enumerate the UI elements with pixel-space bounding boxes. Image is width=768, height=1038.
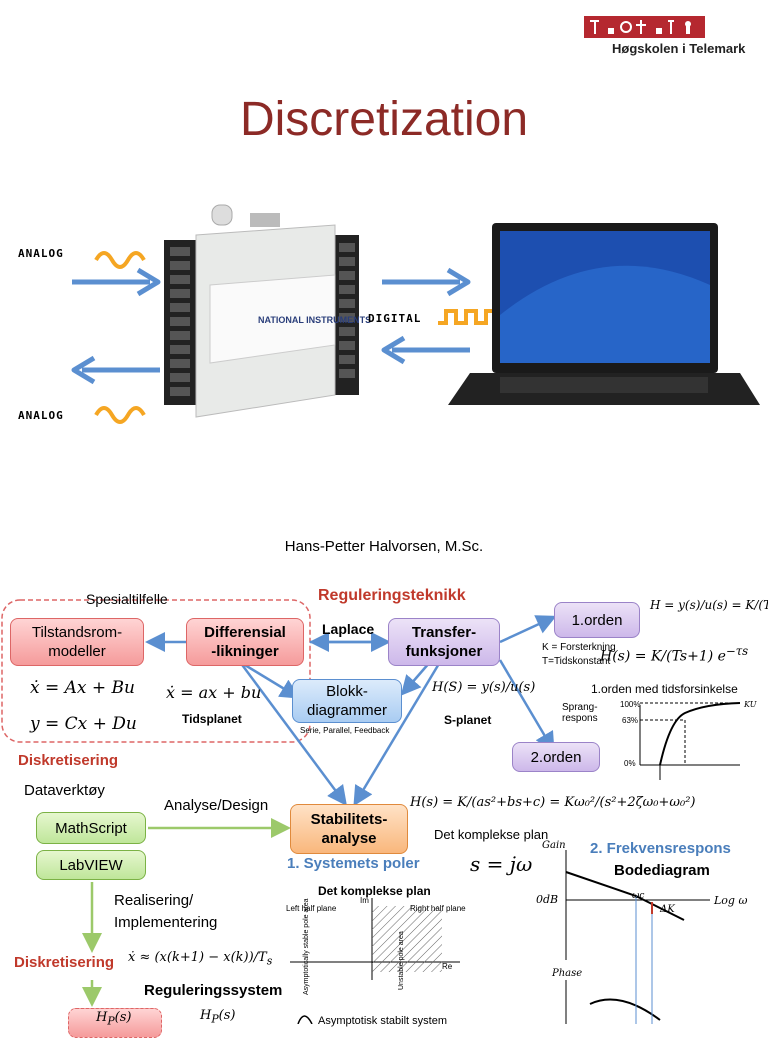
orden1-box: 1.orden [554, 602, 640, 638]
state-eq-1: ẋ = Ax + Bu [30, 678, 135, 698]
analog-wave-top [94, 251, 146, 269]
mathscript-box: MathScript [36, 812, 146, 844]
gain-label: Gain [542, 840, 566, 851]
systemets-poler-label: 1. Systemets poler [287, 855, 420, 872]
delta-k-label: ΔK [660, 904, 675, 915]
blokk-box: Blokk- diagrammer [292, 679, 402, 723]
diskretisering-label-2: Diskretisering [14, 954, 115, 971]
differensial-box: Differensial -likninger [186, 618, 304, 666]
unstable-area-label: Unstable pole area [398, 931, 405, 990]
daq-device [164, 204, 359, 418]
state-eq-2: y = Cx + Du [30, 714, 137, 734]
tidsplanet-label: Tidsplanet [182, 712, 242, 726]
author: Hans-Petter Halvorsen, M.Sc. [284, 538, 484, 555]
komplekse-plan-label-2: Det komplekse plan [318, 884, 431, 898]
orden1-tid-label: 1.orden med tidsforsinkelse [591, 682, 738, 696]
logo-figures-icon [590, 20, 691, 34]
hp-label-1: HP(s) [96, 1010, 132, 1028]
phase-label: Phase [552, 968, 583, 979]
analog-out-label: ANALOG [18, 409, 64, 422]
labview-box: LabVIEW [36, 850, 146, 880]
spesialtilfelle-label: Spesialtilfelle [86, 591, 168, 607]
dataverktoy-label: Dataverktøy [24, 782, 105, 799]
analog-in-label: ANALOG [18, 247, 64, 260]
transfer-box: Transfer- funksjoner [388, 618, 500, 666]
komplekse-plan-label-1: Det komplekse plan [434, 827, 549, 842]
discrete-approx: ẋ ≈ (x(k+1) − x(k))/Ts [128, 950, 273, 968]
laplace-label: Laplace [322, 621, 375, 637]
sprangrespons-label: Sprang- respons [562, 702, 598, 724]
hs-formula-delay: H(s) = K/(Ts+1) e−τs [600, 644, 749, 665]
zero-db-label: 0dB [536, 893, 559, 906]
digital-label: DIGITAL [368, 312, 422, 325]
concept-diagram-lines [1, 599, 741, 1024]
pct100-label: 100% [620, 700, 641, 709]
bodediagram-label: Bodediagram [614, 862, 710, 879]
s-jw-label: s = jω [470, 852, 533, 876]
wc-label: ωc [632, 891, 645, 901]
splanet-label: S-planet [444, 713, 492, 727]
stabilitet-box: Stabilitets- analyse [290, 804, 408, 854]
pct0-label: 0% [624, 759, 636, 768]
tilstandsrom-box: Tilstandsrom- modeller [10, 618, 144, 666]
reguleringsteknikk-label: Reguleringsteknikk [318, 587, 466, 604]
hardware-illustration: NATIONAL INSTRUMENTS [71, 204, 760, 424]
orden2-box: 2.orden [512, 742, 600, 772]
diskretisering-label-1: Diskretisering [18, 752, 119, 769]
re-label: Re [442, 962, 453, 971]
hs-formula-orden2: H(s) = K/(as²+bs+c) = Kω₀²/(s²+2ζω₀+ω₀²) [410, 795, 696, 810]
asymp-area-label: Asymptotically stable pole area [303, 898, 310, 996]
k-forsterkning: K = Forsterkning [542, 642, 616, 653]
logo-banner [584, 16, 705, 38]
page-title: Discretization [239, 93, 529, 146]
left-half-label: Left half plane [286, 904, 337, 913]
hs-formula-orden1: H = y(s)/u(s) = K/(Ts+1) [650, 598, 768, 612]
blokk-sub-label: Serie, Parallel, Feedback [300, 726, 390, 735]
pct63-label: 63% [622, 716, 639, 725]
realisering-label: Realisering/ Implementering [114, 892, 218, 931]
device-brand: NATIONAL INSTRUMENTS [258, 315, 371, 325]
t-tidskonstant: T=Tidskonstant [542, 656, 611, 667]
im-label: Im [360, 896, 369, 905]
hp-label-2: HP(s) [200, 1008, 236, 1026]
laptop [448, 223, 760, 405]
ku-label: KU [744, 700, 757, 709]
frekvensrespons-label: 2. Frekvensrespons [590, 840, 731, 857]
diff-eq: ẋ = ax + bu [166, 683, 262, 702]
log-w-label: Log ω [714, 894, 748, 907]
hs-formula-1: H(S) = y(s)/u(s) [432, 680, 536, 695]
analyse-design-label: Analyse/Design [164, 797, 269, 814]
reguleringssystem-label: Reguleringssystem [144, 982, 283, 999]
logo-text: Høgskolen i Telemark [612, 41, 746, 56]
asymp-stabil-label: Asymptotisk stabilt system [318, 1015, 447, 1027]
right-half-label: Right half plane [410, 904, 466, 913]
